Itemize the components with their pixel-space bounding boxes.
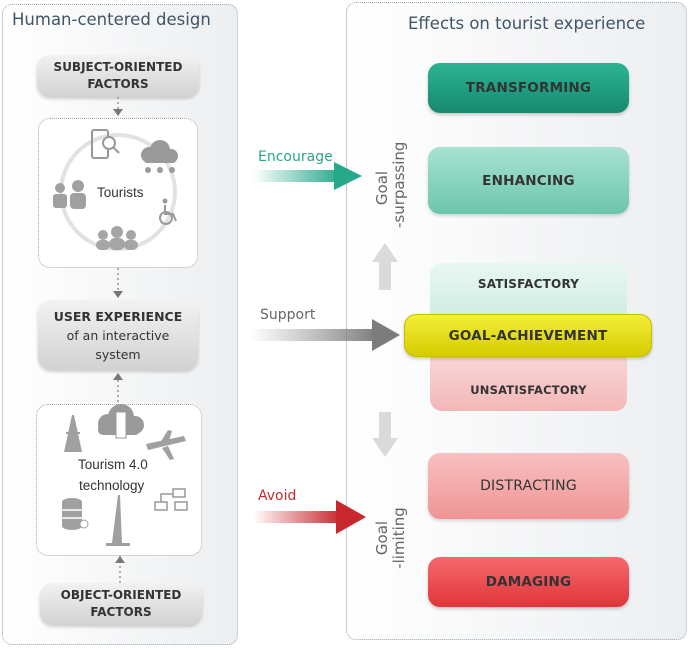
avoid-label: Avoid: [258, 488, 297, 504]
subject-oriented-factors-box: SUBJECT-ORIENTED FACTORS: [37, 55, 199, 97]
object-factors-line1: OBJECT-ORIENTED: [60, 588, 182, 602]
group-people-icon: [96, 226, 138, 250]
tourists-label: Tourists: [97, 185, 144, 200]
encourage-label: Encourage: [258, 149, 333, 165]
user-experience-box: USER EXPERIENCE of an interactive system: [38, 300, 198, 370]
database-icon: [62, 498, 89, 530]
cloud-server-icon: [98, 404, 144, 439]
right-panel-title: Effects on tourist experience: [408, 14, 646, 33]
subject-factors-line2: FACTORS: [87, 77, 149, 91]
avoid-arrow: [253, 500, 366, 534]
unsatisfactory-label: UNSATISFACTORY: [470, 383, 587, 397]
object-oriented-factors-box: OBJECT-ORIENTED FACTORS: [40, 583, 202, 625]
damaging-level: DAMAGING: [428, 557, 629, 607]
down-arrow: [372, 412, 398, 457]
left-panel-title: Human-centered design: [12, 10, 211, 29]
encourage-arrow: [253, 162, 362, 190]
satisfactory-label: SATISFACTORY: [477, 277, 580, 291]
tech-label-line2: technology: [79, 478, 145, 493]
eiffel-tower-icon: [64, 415, 82, 452]
object-factors-line2: FACTORS: [90, 605, 152, 619]
network-laptops-icon: [154, 488, 188, 511]
smartphone-search-icon: [91, 129, 120, 159]
support-arrow: [250, 319, 400, 351]
goal-achievement-level: GOAL-ACHIEVEMENT: [404, 314, 652, 357]
up-arrow: [372, 243, 398, 290]
airplane-icon: [146, 430, 186, 460]
cloud-network-icon: [141, 140, 178, 173]
burj-al-arab-icon: [106, 495, 130, 546]
enhancing-level: ENHANCING: [428, 147, 629, 214]
transforming-level: TRANSFORMING: [428, 63, 629, 113]
distracting-level: DISTRACTING: [428, 453, 629, 519]
ux-title: USER EXPERIENCE: [53, 308, 183, 324]
subject-factors-line1: SUBJECT-ORIENTED: [53, 60, 183, 74]
wheelchair-icon: [159, 198, 177, 225]
left-connectors: [117, 97, 121, 583]
ux-subtitle-line1: of an interactive: [66, 327, 170, 343]
support-label: Support: [260, 307, 316, 323]
connector-arrowheads: [113, 109, 125, 563]
ux-subtitle-line2: system: [95, 346, 141, 362]
tech-label-line1: Tourism 4.0: [78, 457, 148, 472]
tourist-couple-icon: [53, 180, 86, 209]
